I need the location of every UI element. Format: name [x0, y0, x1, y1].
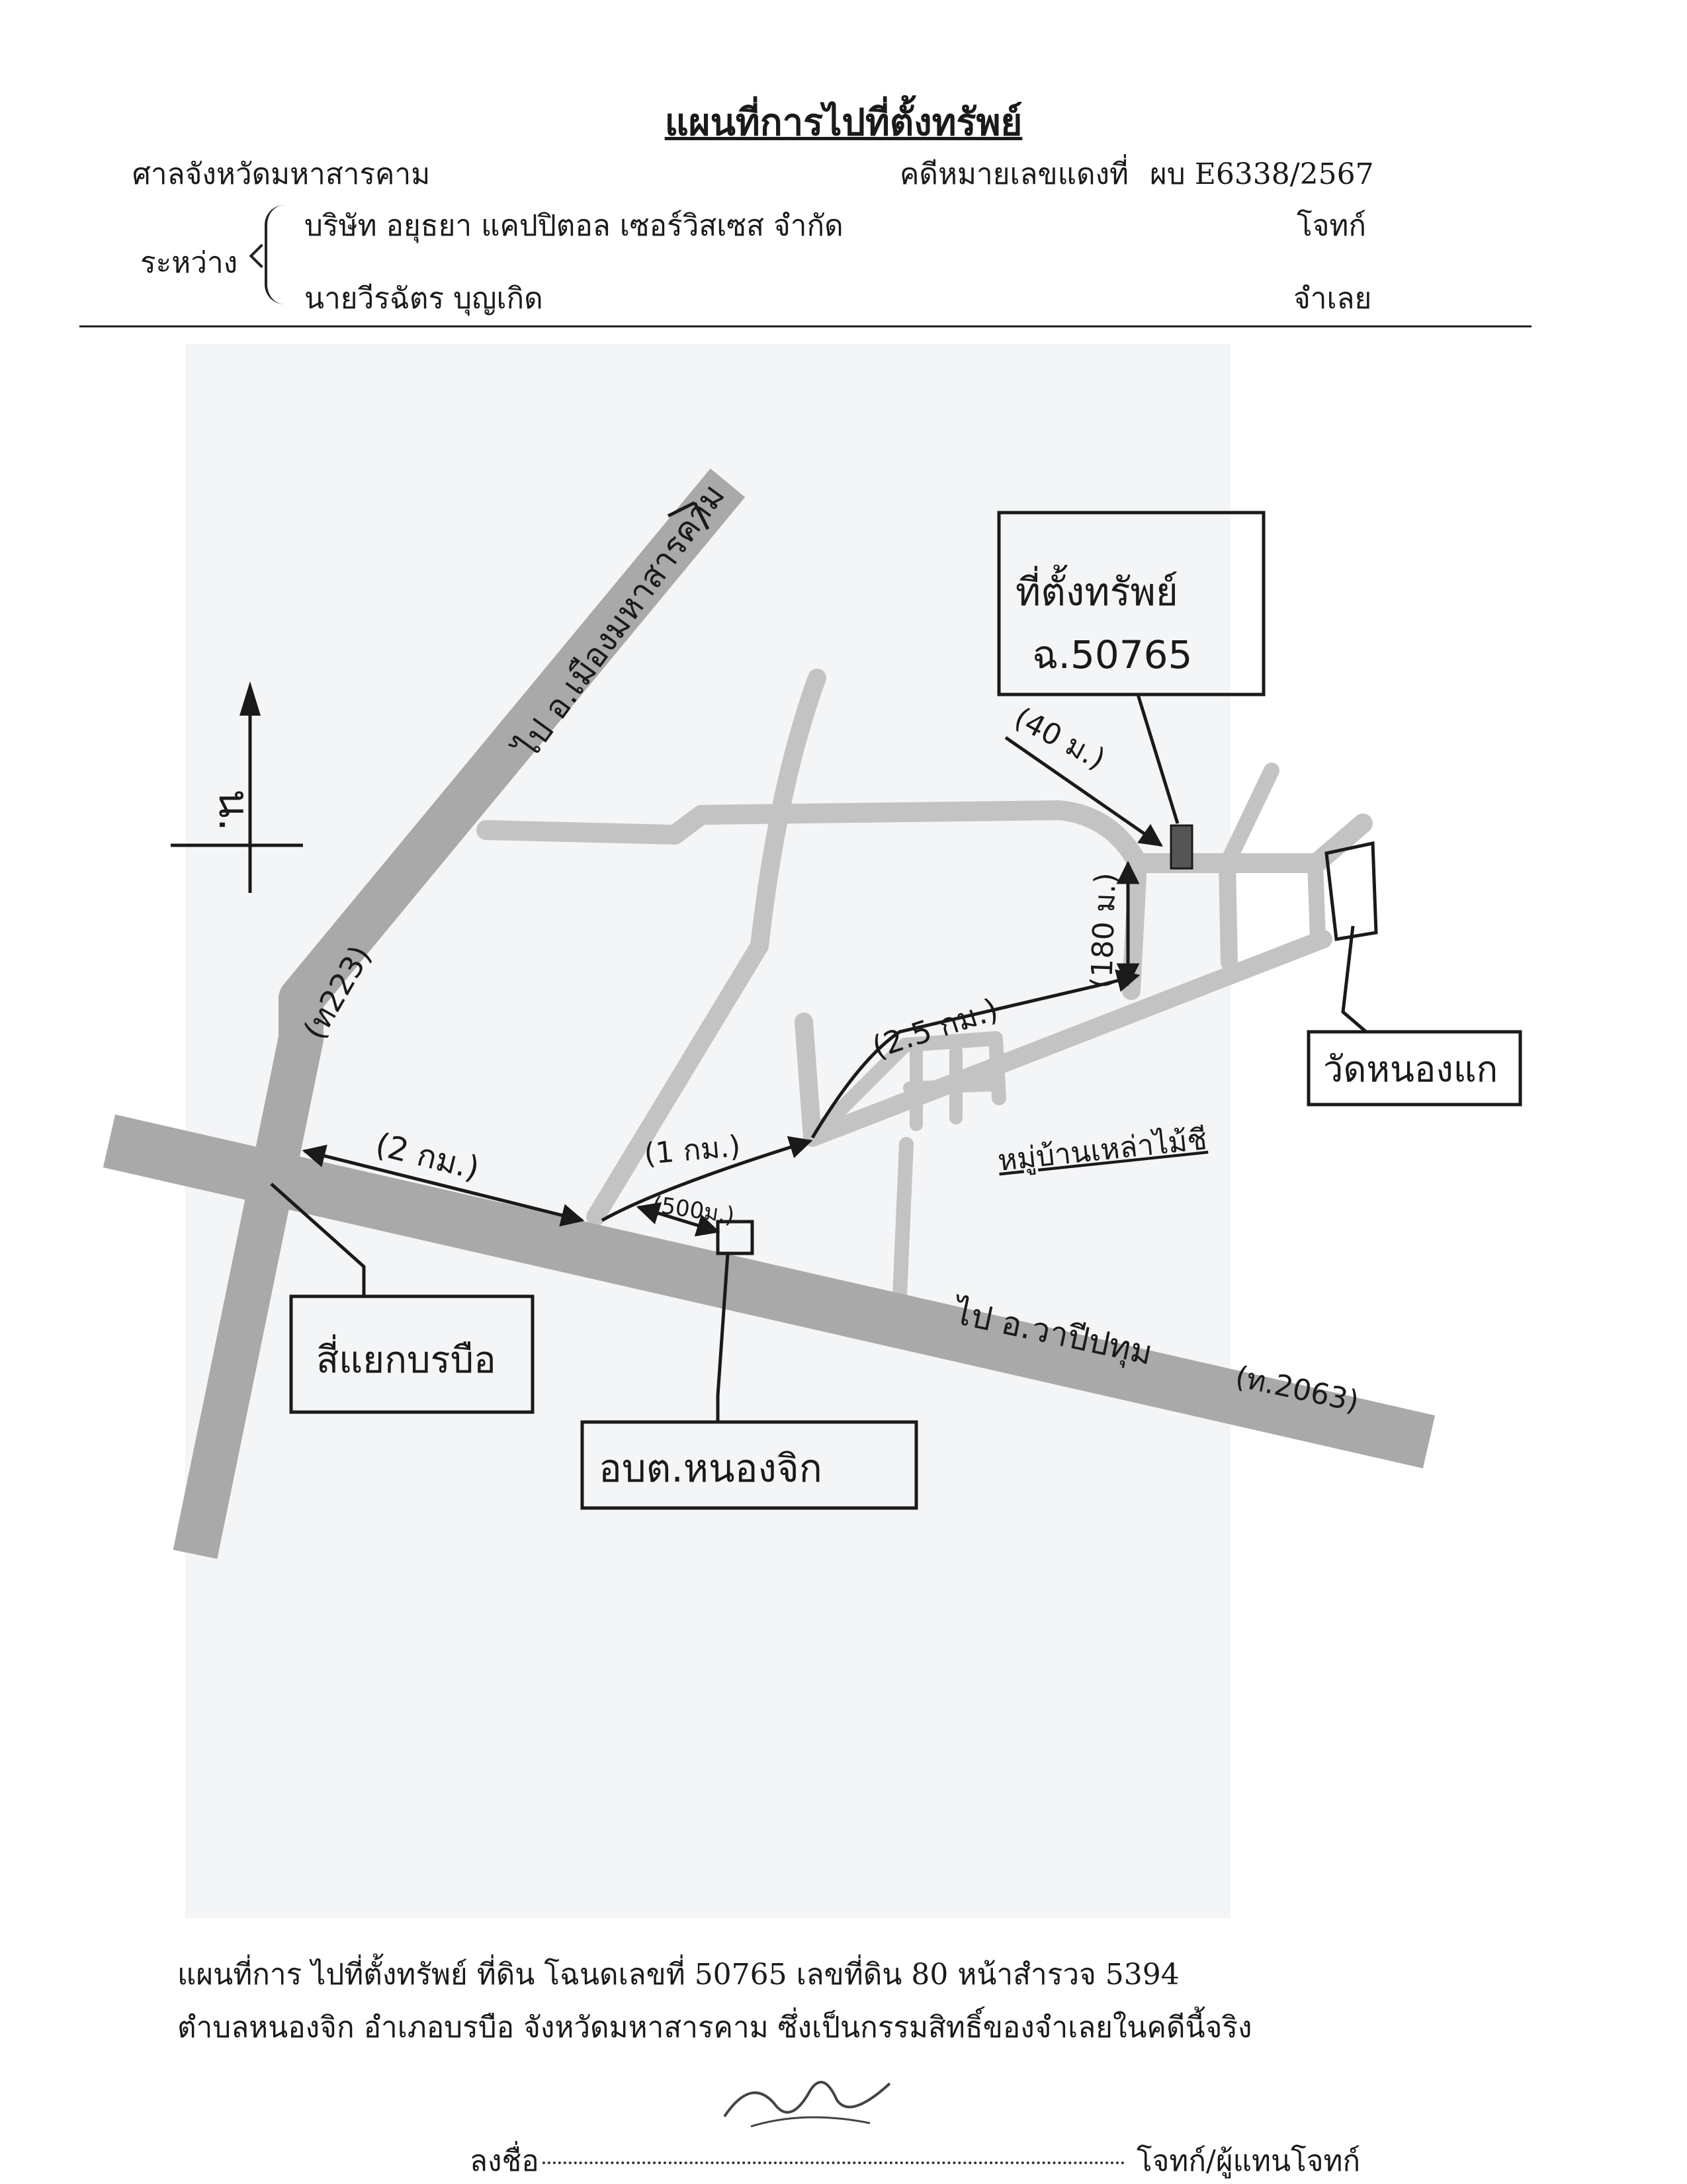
- turn-to-village-arrow: [601, 1136, 813, 1222]
- distance-corner-north: (180 ม.): [1085, 872, 1123, 989]
- court-name: ศาลจังหวัดมหาสารคาม: [132, 157, 431, 191]
- village-grid-road-1: [805, 1031, 1006, 1145]
- temple-callout-box: [1307, 1030, 1522, 1107]
- plaintiff-role: โจทก์: [1297, 209, 1367, 243]
- defendant-name: นายวีรฉัตร บุญเกิด: [304, 282, 543, 315]
- footer-description-line1: แผนที่การ ไปที่ตั้งทรัพย์ ที่ดิน โฉนดเลข…: [177, 1958, 1180, 1992]
- signature-image: [723, 2081, 891, 2128]
- highway-north-direction-icon: [667, 501, 710, 530]
- minor-road-diagonal: [586, 669, 826, 1226]
- junction-to-turn-arrow: [302, 1144, 585, 1227]
- property-callout-leader: [1136, 694, 1180, 824]
- north-arrow-icon: [171, 681, 303, 893]
- north-label: น.: [209, 789, 258, 831]
- signature-role: โจทก์/ผู้แทนโจทก์: [1137, 2144, 1361, 2178]
- sao-marker-icon: [716, 1220, 754, 1255]
- sao-offset-arrow: [636, 1202, 720, 1237]
- highway-north-label: ไป อ.เมืองมหาสารคาม: [506, 477, 732, 768]
- minor-road-lane-4: [1307, 855, 1326, 946]
- distance-corner-to-property: (40 ม.): [1009, 701, 1111, 777]
- village-south-road: [892, 1137, 914, 1304]
- sao-callout-box: [580, 1420, 918, 1510]
- sao-label: อบต.หนองจิก: [599, 1446, 822, 1491]
- between-label: ระหว่าง: [140, 246, 238, 280]
- village-grid-road-4: [903, 1078, 999, 1095]
- property-label-line2: ฉ.50765: [1032, 632, 1192, 677]
- temple-callout-leader: [1341, 925, 1367, 1033]
- highway-223: [173, 468, 746, 1559]
- landmark-callouts: [270, 511, 1522, 1510]
- footer-description-line2: ตำบลหนองจิก อำเภอบรบือ จังหวัดมหาสารคาม …: [177, 2011, 1252, 2044]
- temple-marker-icon: [1324, 841, 1378, 941]
- scan-background: [185, 344, 1231, 1918]
- minor-road-lane-3: [1219, 763, 1279, 871]
- signature-label: ลงชื่อ: [470, 2144, 539, 2178]
- distance-turn-to-village: (1 กม.): [643, 1129, 742, 1171]
- minor-road-east-west: [476, 800, 1148, 873]
- junction-callout-box: [289, 1294, 535, 1414]
- sao-callout-leader: [716, 1253, 730, 1422]
- temple-label: วัดหนองแก: [1323, 1048, 1498, 1090]
- document-title: แผนที่การไปที่ตั้งทรัพย์: [664, 101, 1023, 144]
- header-rule: [79, 325, 1532, 327]
- distance-sao-offset: (500ม.): [651, 1191, 736, 1229]
- highway-2063: [103, 1114, 1436, 1468]
- minor-road-network: [476, 669, 1373, 1304]
- minor-road-north-spur: [1122, 854, 1147, 1000]
- property-marker-icon: [1170, 824, 1193, 870]
- defendant-role: จำเลย: [1293, 282, 1372, 315]
- signature-line[interactable]: [542, 2162, 1125, 2164]
- minor-road-lane-2: [1219, 855, 1238, 971]
- case-label: คดีหมายเลขแดงที่: [900, 157, 1129, 191]
- party-brace: [265, 205, 294, 304]
- plaintiff-name: บริษัท อยุธยา แคปปิตอล เซอร์วิสเซส จำกัด: [304, 209, 844, 243]
- distance-village-to-corner: (2.5 กม.): [868, 991, 1003, 1065]
- corner-to-property-arrow: [1004, 735, 1163, 847]
- distance-arrows: [302, 735, 1163, 1237]
- property-callout-box: [997, 511, 1266, 696]
- case-number: ผบ E6338/2567: [1150, 157, 1374, 191]
- junction-label: สี่แยกบรบือ: [316, 1334, 496, 1382]
- village-label: หมู่บ้านเหล่าไม้ชี: [996, 1122, 1209, 1179]
- property-label-line1: ที่ตั้งทรัพย์: [1016, 565, 1178, 614]
